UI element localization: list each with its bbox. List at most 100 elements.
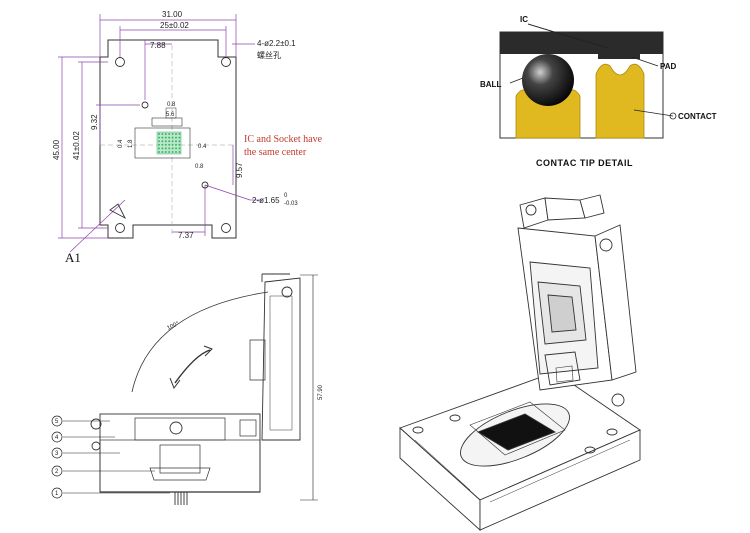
iso-base-side xyxy=(479,429,641,531)
contact-pad-dot xyxy=(158,133,160,135)
mount-hole-br xyxy=(221,223,231,233)
dim-45: 45.00 xyxy=(52,139,61,160)
isometric-socket xyxy=(399,194,641,532)
detail-caption: CONTAC TIP DETAIL xyxy=(536,158,633,168)
contact-pad-dot xyxy=(161,140,164,143)
contact-pad-dot xyxy=(171,133,174,135)
dim-957: 9.57 xyxy=(235,162,244,178)
contact-pad-dot xyxy=(158,147,160,150)
callout-4: 4 xyxy=(55,435,59,441)
dim-25: 25±0.02 xyxy=(160,21,189,30)
contact-pad-dot xyxy=(164,147,167,150)
contact-pad-dot xyxy=(175,147,177,150)
contact-pad-dot xyxy=(175,140,177,143)
dim-41: 41±0.02 xyxy=(72,131,81,160)
contact-pad-dot xyxy=(178,140,181,143)
callout-3: 3 xyxy=(55,451,59,457)
side-base xyxy=(90,413,261,505)
contact-pad-dot xyxy=(168,133,171,135)
contact-pad-dot xyxy=(178,136,181,139)
center-note-line2: the same center xyxy=(244,147,307,158)
hole-callout-cn: 螺丝孔 xyxy=(257,50,281,60)
contact-pad-dot xyxy=(171,143,174,146)
inner-dim-2: 5.6 xyxy=(166,112,175,118)
callout-2: 2 xyxy=(55,469,59,475)
contact-pad-dot xyxy=(161,133,164,135)
contact-right xyxy=(595,63,645,139)
contact-pad-dot xyxy=(168,140,171,143)
contact-pad-dot xyxy=(175,151,177,153)
inner-dim-4: 1.8 xyxy=(128,139,134,148)
contact-pad-dot xyxy=(164,140,167,143)
contact-pad-dot xyxy=(164,143,167,146)
pin-tol-lower: -0.03 xyxy=(284,201,298,207)
contact-pad-dot xyxy=(161,136,164,139)
contact-pad-dot xyxy=(161,147,164,150)
inner-dim-3: 0.4 xyxy=(118,139,124,148)
inner-dim-5: 0.8 xyxy=(195,164,204,170)
guide-pin-hole xyxy=(201,181,209,189)
contact-pad-dot xyxy=(161,143,164,146)
contact-pad-dot xyxy=(168,143,171,146)
contact-pad-dot xyxy=(168,151,171,153)
rotation-arrow xyxy=(174,349,211,384)
contact-pad-dot xyxy=(171,151,174,153)
height-label: 57.90 xyxy=(318,384,324,400)
dim-932: 9.32 xyxy=(90,114,99,130)
center-note-line1: IC and Socket have xyxy=(244,134,323,145)
contact-pad-dot xyxy=(168,147,171,150)
contact-pad-dot xyxy=(161,151,164,153)
pin-tol-upper: 0 xyxy=(284,193,288,199)
contact-pad-dot xyxy=(164,133,167,135)
contact-pad-dot xyxy=(175,133,177,135)
callout-5: 5 xyxy=(55,419,59,425)
contact-pad-dot xyxy=(164,136,167,139)
contact-pad-dot xyxy=(171,136,174,139)
side-lid xyxy=(249,273,301,441)
contact-pad-dot xyxy=(171,140,174,143)
hole-callout: 4-ø2.2±0.1 xyxy=(257,39,296,48)
side-view-drawing xyxy=(51,273,318,505)
contact-pad-dot xyxy=(158,136,160,139)
dimension-lines xyxy=(58,14,262,253)
opening-arc xyxy=(131,291,269,393)
inner-dim-1: 0.8 xyxy=(167,102,176,108)
a1-label: A1 xyxy=(65,250,81,265)
contact-pad-dot xyxy=(178,147,181,150)
guide-pin-hole-2 xyxy=(141,101,149,109)
contact-pad-dot xyxy=(178,151,181,153)
label-contact: CONTACT xyxy=(678,112,717,121)
inner-dim-6: 0.4 xyxy=(198,144,207,150)
contact-pad-dot xyxy=(178,133,181,135)
contact-grid-dots xyxy=(158,133,181,153)
contact-grid xyxy=(156,131,182,155)
contact-pad-dot xyxy=(164,151,167,153)
iso-lid-side xyxy=(594,224,637,381)
iso-chip xyxy=(476,413,557,451)
contact-pad-dot xyxy=(168,136,171,139)
mount-hole-tl xyxy=(115,57,125,67)
pin-callout: 2-ø1.65 xyxy=(252,196,280,205)
solder-ball xyxy=(522,54,574,106)
footprint-drawing: 31.00 25±0.02 7.88 4-ø2.2±0.1 螺丝孔 9.32 4… xyxy=(52,10,323,265)
contact-pad-dot xyxy=(178,143,181,146)
callout-circles xyxy=(51,415,63,499)
angle-label: 100° xyxy=(166,321,180,332)
label-ic: IC xyxy=(520,15,528,24)
contact-pad-dot xyxy=(158,151,160,153)
callout-1: 1 xyxy=(55,491,59,497)
contact-pad-dot xyxy=(175,136,177,139)
contact-pad-dot xyxy=(158,140,160,143)
contact-tip-detail: IC BALL PAD CONTACT CONTAC TIP DETAIL xyxy=(480,15,717,168)
contact-pad-dot xyxy=(158,143,160,146)
ic-body xyxy=(500,32,663,54)
pad xyxy=(598,54,640,59)
dim-788: 7.88 xyxy=(150,41,166,50)
contact-pad-dot xyxy=(175,143,177,146)
mount-hole-tr xyxy=(221,57,231,67)
label-ball: BALL xyxy=(480,80,501,89)
mount-hole-bl xyxy=(115,223,125,233)
label-pad: PAD xyxy=(660,62,677,71)
a1-arrow xyxy=(109,203,127,220)
